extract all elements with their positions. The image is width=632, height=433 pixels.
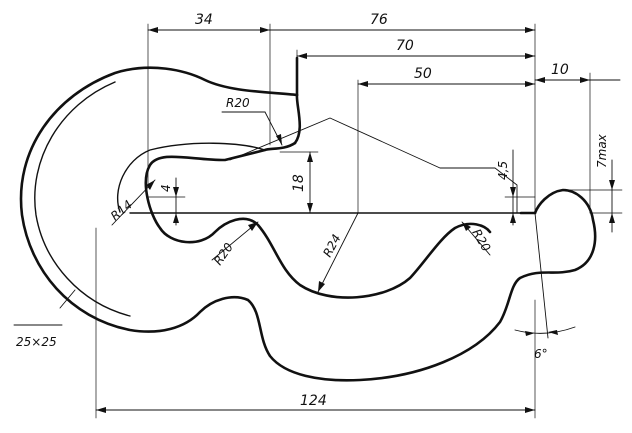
dim-r20-lower: R20 — [211, 240, 236, 268]
dim-4: 4 — [159, 184, 173, 192]
dim-7max: 7max — [595, 133, 609, 168]
r14-leader — [111, 179, 156, 226]
angle-line — [534, 212, 549, 339]
dim-70: 70 — [396, 38, 414, 54]
dim-18: 18 — [291, 174, 307, 192]
dim-76: 76 — [370, 12, 388, 28]
dim-50: 50 — [414, 66, 432, 82]
hook-outer-contour — [19, 66, 597, 382]
r24-leader — [317, 212, 359, 293]
hook-inner-left-lip — [293, 93, 302, 145]
dim-angle: 6° — [534, 347, 548, 361]
hook-inner-groove — [34, 81, 131, 317]
dim-10: 10 — [551, 62, 569, 78]
hook-inner-contour — [144, 141, 492, 299]
dim-r20-top: R20 — [226, 96, 250, 110]
hook-inner-groove-2 — [116, 142, 266, 213]
dim-r24: R24 — [320, 232, 343, 259]
slope-line — [229, 117, 518, 214]
dim-124: 124 — [300, 393, 327, 409]
angle-arc — [514, 326, 576, 334]
dim-r14: R14 — [108, 197, 135, 223]
dim-4-5: 4,5 — [496, 161, 510, 180]
dim-section: 25×25 — [16, 335, 57, 349]
section-leader — [59, 289, 76, 309]
dim-34: 34 — [195, 12, 213, 28]
